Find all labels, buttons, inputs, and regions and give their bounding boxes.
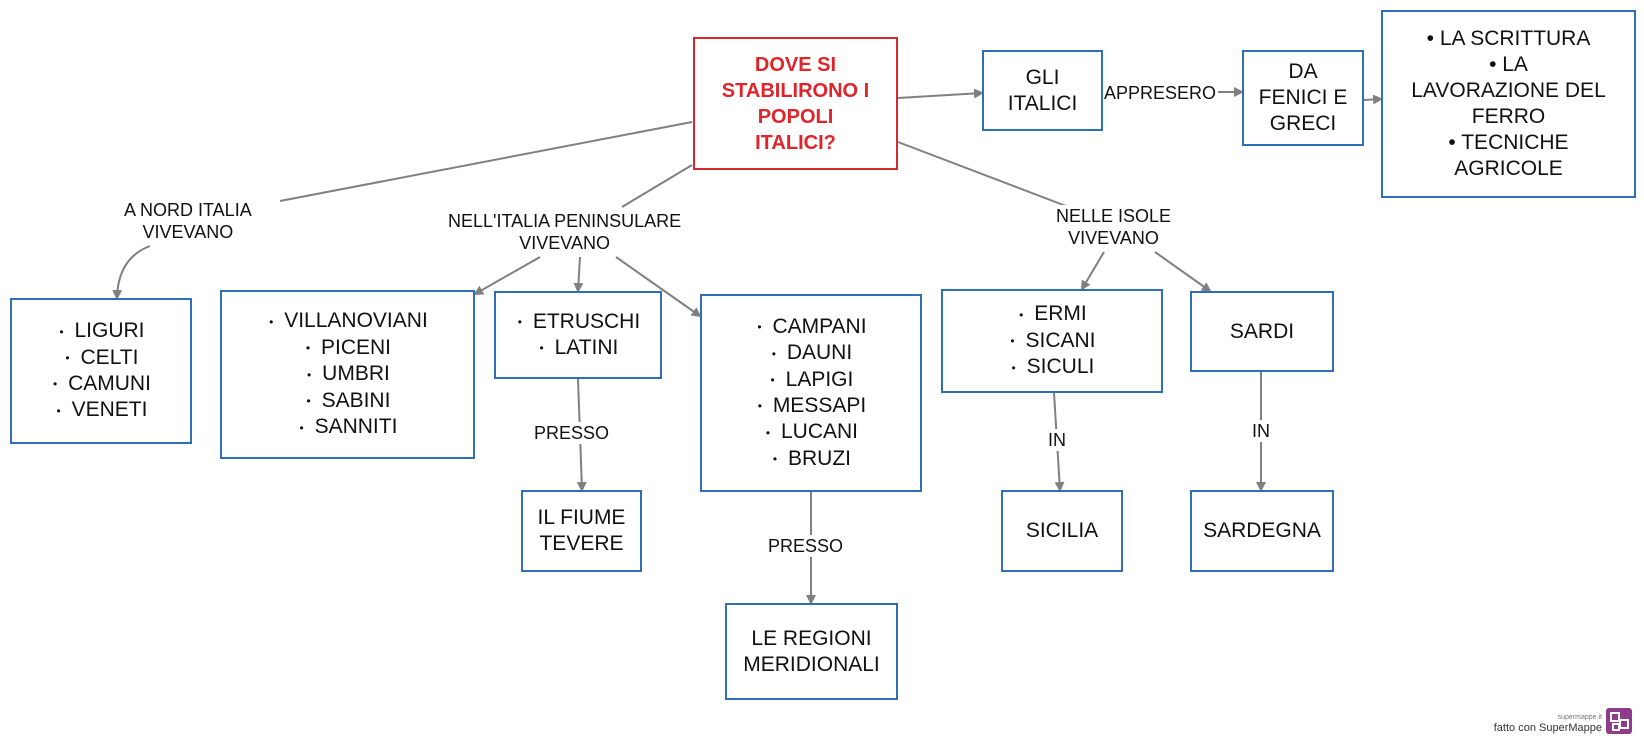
list-item: •LAPIGI [770, 367, 854, 391]
link-fenici-appreso [1363, 94, 1383, 105]
node-villanoviani-sanniti[interactable]: •VILLANOVIANI •PICENI •UMBRI •SABINI •SA… [220, 290, 475, 459]
label-presso-meridionali: PRESSO [766, 535, 846, 557]
list-item: •SABINI [306, 388, 391, 412]
node-regioni-meridionali[interactable]: LE REGIONI MERIDIONALI [725, 603, 898, 700]
root-line: ITALICI? [755, 131, 836, 154]
node-fenici-greci[interactable]: DA FENICI E GRECI [1242, 50, 1364, 146]
root-line: DOVE SI [754, 53, 837, 76]
label-appresero: APPRESERO [1102, 82, 1219, 104]
root-line: POPOLI [757, 105, 834, 128]
node-fiume-tevere[interactable]: IL FIUME TEVERE [521, 490, 642, 572]
label-in-sardegna: IN [1250, 420, 1272, 442]
node-gli-italici[interactable]: GLI ITALICI [982, 50, 1103, 131]
node-ermi-sicani-siculi[interactable]: •ERMI •SICANI •SICULI [941, 289, 1163, 393]
root-question-node[interactable]: DOVE SI STABILIRONO I POPOLI ITALICI? [693, 37, 898, 170]
list-item: •UMBRI [307, 362, 390, 386]
node-campani-bruzi[interactable]: •CAMPANI •DAUNI •LAPIGI •MESSAPI •LUCANI… [700, 294, 922, 492]
list-item: •VENETI [56, 398, 148, 422]
list-item: •BRUZI [772, 446, 851, 470]
link-root-italici [897, 88, 984, 99]
list-item: •LIGURI [59, 319, 145, 343]
link-root-peninsulare [621, 164, 693, 208]
list-item: •MESSAPI [757, 394, 867, 417]
supermappe-footer: supermappe.it fatto con SuperMappe [1494, 708, 1632, 734]
link-pen-villanoviani [473, 256, 541, 295]
link-root-isole [897, 141, 1067, 207]
link-isole-ermi [1080, 251, 1105, 291]
node-sicilia[interactable]: SICILIA [1001, 490, 1123, 572]
label-in-sicilia: IN [1046, 429, 1068, 451]
link-isole-sardi [1154, 251, 1212, 293]
label-presso-tevere: PRESSO [532, 422, 612, 444]
list-item: •SICULI [1011, 355, 1095, 379]
link-nord-box [112, 245, 151, 300]
link-pen-etruschi [573, 256, 584, 293]
supermappe-logo-icon [1606, 708, 1632, 734]
list-item: •ETRUSCHI [517, 309, 641, 333]
list-item: •SICANI [1010, 328, 1096, 352]
list-item: •VILLANOVIANI [269, 309, 428, 333]
list-item: •ERMI [1019, 302, 1087, 326]
node-scrittura-ferro-tecniche[interactable]: • LA SCRITTURA • LA LAVORAZIONE DEL FERR… [1381, 10, 1636, 198]
list-item: •SANNITI [299, 415, 398, 439]
list-item: •PICENI [305, 335, 391, 359]
list-item: •CAMUNI [52, 372, 151, 395]
node-sardegna[interactable]: SARDEGNA [1190, 490, 1334, 572]
node-sardi[interactable]: SARDI [1190, 291, 1334, 372]
label-italia-peninsulare: NELL'ITALIA PENINSULARE VIVEVANO [446, 210, 684, 254]
node-liguri-celti-camuni-veneti[interactable]: •LIGURI •CELTI •CAMUNI •VENETI [10, 298, 192, 444]
label-a-nord-italia: A NORD ITALIA VIVEVANO [122, 199, 254, 243]
root-line: STABILIRONO I [721, 79, 870, 102]
list-item: •DAUNI [771, 341, 853, 365]
node-etruschi-latini[interactable]: •ETRUSCHI •LATINI [494, 291, 662, 379]
list-item: •CAMPANI [757, 314, 867, 338]
footer-text: supermappe.it fatto con SuperMappe [1493, 714, 1602, 734]
list-item: •LATINI [539, 336, 619, 359]
label-nelle-isole: NELLE ISOLE VIVEVANO [1054, 205, 1174, 249]
link-root-nord [279, 121, 693, 202]
list-item: •CELTI [65, 345, 139, 369]
list-item: •LUCANI [765, 420, 859, 444]
link-pen-campani [615, 256, 702, 318]
